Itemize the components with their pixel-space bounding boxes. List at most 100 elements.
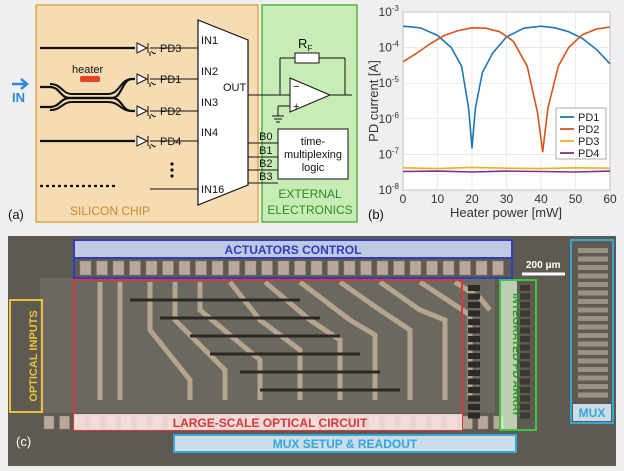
mux-trace (578, 307, 608, 313)
bond-pad (442, 260, 455, 276)
x-tick-label: 20 (465, 192, 479, 206)
legend-label: PD4 (578, 148, 599, 160)
y-tick-label: 10-3 (379, 4, 400, 19)
pd-array-label: INTEGRATED PD ARRAY (510, 293, 522, 417)
coupler-waveguides (49, 78, 133, 112)
bit-wires (248, 142, 278, 184)
bond-pad (477, 415, 489, 430)
y-tick-base: 10 (379, 183, 393, 197)
photodiode-cell (520, 336, 530, 342)
rf-main: R (298, 36, 307, 51)
bond-pad (475, 260, 488, 276)
y-tick-exp: -3 (392, 4, 400, 13)
bond-pad (261, 260, 273, 276)
y-tick-exp: -4 (392, 40, 400, 49)
bond-pad (376, 260, 389, 276)
pd-array-box (499, 279, 537, 431)
x-tick-label: 30 (500, 192, 514, 206)
scale-bar-label: 200 μm (526, 260, 561, 271)
light-arrows (150, 50, 157, 148)
bond-pad (178, 260, 191, 276)
vdots-icon (170, 162, 174, 178)
photodiode-cell (520, 319, 530, 325)
waveguides (40, 46, 135, 188)
y-tick-label: 10-4 (379, 40, 400, 55)
y-tick-base: 10 (379, 41, 393, 55)
logic-line-3: logic (302, 162, 325, 174)
photodiode-cell (520, 387, 530, 393)
mux-inputs: IN1 IN2 IN3 IN4 IN16 (201, 35, 224, 196)
y-tick-base: 10 (379, 5, 393, 19)
photodiode-cell (468, 412, 480, 419)
photodiode-cell (520, 370, 530, 376)
mux-trace (578, 324, 608, 330)
mux-trace (578, 290, 608, 296)
panel-a-label: (a) (8, 207, 24, 222)
mux-trace (578, 341, 608, 347)
pd3-label: PD3 (160, 43, 181, 55)
y-tick-exp: -5 (392, 75, 400, 84)
chart-lines (402, 25, 611, 173)
bond-pad (211, 260, 224, 276)
photodiode-cell (468, 395, 480, 402)
photodiode-cell (520, 327, 530, 334)
photodiode-cell (468, 302, 480, 308)
photodiode-cell (468, 361, 480, 368)
panel-b-label: (b) (368, 207, 384, 222)
circuit-field (40, 278, 495, 413)
mux-label-bg (573, 404, 611, 421)
mux-pads (578, 248, 608, 398)
mux-input-1: IN1 (201, 35, 218, 47)
tia-circuit (248, 52, 352, 123)
optical-circuit-label-bg (74, 414, 462, 430)
mux-trace (578, 350, 608, 355)
mux-input-16: IN16 (201, 184, 224, 196)
mux-label: MUX (579, 406, 606, 420)
bond-pad (492, 260, 504, 276)
series-line-pd3 (402, 166, 611, 170)
photodiode-cell (468, 336, 480, 342)
mux-trace (578, 248, 608, 253)
photodiode-cell (468, 319, 480, 325)
silicon-chip-label: SILICON CHIP (70, 204, 150, 218)
bond-pad (195, 260, 207, 276)
bond-pad (162, 260, 174, 276)
mux-trace (578, 273, 608, 279)
mux-trace (578, 256, 608, 262)
y-tick-label: 10-7 (379, 146, 400, 161)
mux-trace (578, 384, 608, 389)
logic-text: time- multiplexing logic (284, 136, 342, 174)
photodiodes (136, 42, 149, 147)
photodiode-cell (468, 310, 480, 317)
mux-trace (578, 375, 608, 381)
photodiode-cell (468, 378, 480, 385)
panel-a: IN heater PD3 PD1 PD2 PD4 (8, 4, 358, 223)
rf-sub: F (307, 44, 312, 53)
photodiode-cell (520, 353, 530, 359)
mux-trace (578, 299, 608, 304)
y-tick-exp: -7 (392, 146, 400, 155)
pd1-label: PD1 (160, 74, 181, 86)
series-line-pd2 (402, 26, 611, 153)
photodiode-cell (468, 327, 480, 334)
mux-trace (578, 265, 608, 270)
photodiode-cell (520, 378, 530, 385)
dark-waveguides (130, 298, 400, 392)
x-axis-label: Heater power [mW] (450, 205, 562, 220)
photodiode-cell (468, 293, 480, 300)
mux-input-2: IN2 (201, 66, 218, 78)
bond-pad (409, 260, 422, 276)
bit-b3: B3 (259, 171, 272, 183)
bond-pad (129, 260, 141, 276)
photodiode-cell (520, 285, 530, 291)
x-tick-label: 40 (534, 192, 548, 206)
panel-c: 200 μm ACTUATORS CONTROL OPTICAL INPUTS … (8, 236, 616, 466)
photodiode-cell (520, 361, 530, 368)
y-tick-label: 10-5 (379, 75, 400, 90)
bond-pad (360, 260, 372, 276)
optical-circuit-label: LARGE-SCALE OPTICAL CIRCUIT (173, 416, 368, 430)
pad-row-top (79, 260, 504, 276)
heater-label: heater (72, 64, 104, 76)
photodiode-cell (468, 387, 480, 393)
